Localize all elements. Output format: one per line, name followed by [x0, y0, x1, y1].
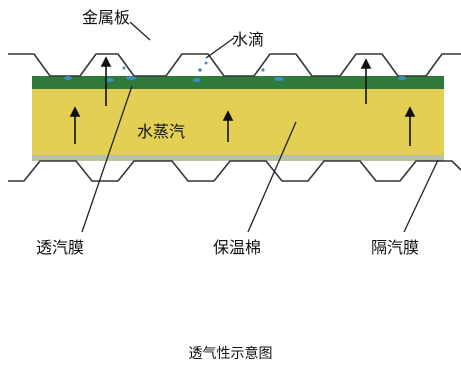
diagram-caption: 透气性示意图 — [188, 346, 273, 362]
permeable-membrane-label: 透汽膜 — [36, 238, 85, 257]
leader-lines — [81, 21, 439, 233]
droplet — [198, 68, 202, 72]
leader-permeable-membrane — [81, 85, 133, 233]
droplet — [261, 68, 265, 72]
arrow-up-icon — [404, 106, 416, 146]
arrow-up-icon — [100, 56, 112, 106]
droplet — [193, 78, 201, 82]
insulation-wool-label: 保温棉 — [213, 238, 262, 257]
permeable-membrane-layer — [32, 76, 444, 89]
droplet — [398, 76, 406, 80]
droplet — [106, 78, 114, 82]
water-drop-label: 水滴 — [232, 30, 265, 49]
vapor-barrier-label: 隔汽膜 — [371, 238, 420, 257]
arrow-up-icon — [222, 110, 234, 142]
vapor-barrier-layer — [32, 155, 444, 161]
droplet — [64, 76, 72, 80]
vapor-flow-arrows — [69, 56, 416, 146]
arrow-up-icon — [360, 58, 372, 104]
leader-water-drop — [205, 37, 235, 59]
water-droplets — [64, 61, 406, 82]
droplet — [126, 76, 136, 80]
metal-sheet-label: 金属板 — [82, 8, 131, 27]
leader-metal-sheet — [129, 21, 151, 41]
leader-vapor-barrier — [403, 159, 439, 233]
arrow-up-icon — [69, 106, 81, 144]
bottom-metal-sheet — [8, 160, 461, 182]
droplet — [204, 61, 208, 65]
insulation-layer — [32, 88, 444, 158]
droplet — [274, 77, 284, 81]
top-metal-sheet — [8, 53, 461, 77]
water-vapor-label: 水蒸汽 — [137, 122, 186, 141]
droplet — [122, 66, 126, 70]
leader-insulation — [247, 121, 297, 233]
